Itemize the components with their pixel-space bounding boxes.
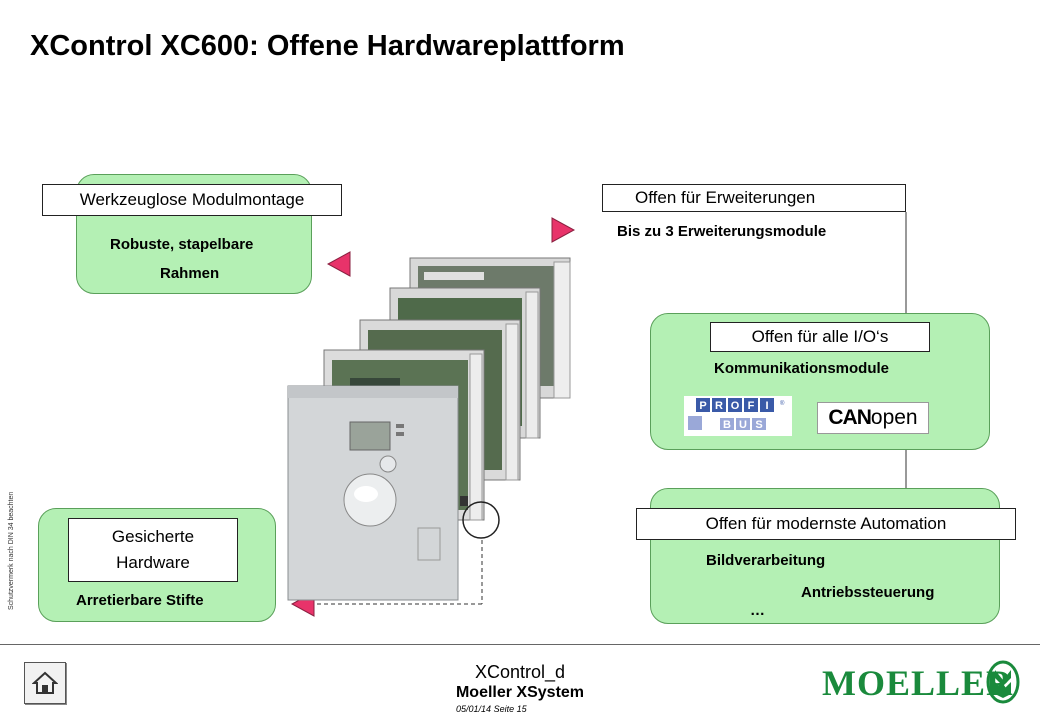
svg-text:P: P (699, 400, 706, 412)
svg-text:S: S (755, 419, 762, 431)
svg-text:U: U (739, 419, 747, 431)
page-title: XControl XC600: Offene Hardwareplattform (30, 30, 625, 62)
frame-text-2: Rahmen (160, 265, 220, 282)
comm-modules-text: Kommunikationsmodule (714, 360, 890, 377)
footer-date: 05/01/14 (456, 704, 492, 714)
svg-text:®: ® (780, 400, 785, 407)
secured-line-1: Gesicherte (111, 527, 195, 546)
footer-page: Seite 15 (493, 704, 527, 714)
front-panel (287, 385, 468, 601)
svg-text:R: R (715, 400, 723, 412)
secured-line-2: Hardware (116, 553, 190, 572)
canopen-logo-light: open (870, 406, 918, 429)
controller-device-illustration (287, 257, 571, 601)
frame-text-1: Robuste, stapelbare (110, 236, 254, 253)
canopen-logo-bold: CAN (828, 406, 871, 429)
footer-date-page: 05/01/14 Seite 15 (456, 704, 527, 714)
moeller-wordmark: MOELLER (822, 663, 1014, 703)
ellipsis-text: … (750, 602, 765, 619)
home-button[interactable] (24, 662, 66, 704)
image-processing-text: Bildverarbeitung (706, 552, 826, 569)
svg-text:I: I (765, 400, 768, 412)
drive-control-text: Antriebssteuerung (801, 584, 935, 601)
footer-subtitle: Moeller XSystem (455, 684, 585, 701)
io-header: Offen für alle I/O‘s (710, 322, 930, 352)
moeller-emblem-icon (986, 660, 1020, 704)
protection-note: Schutzvermerk nach DIN 34 beachten (8, 491, 15, 610)
moeller-logo: MOELLER (822, 662, 1013, 704)
footer-divider (0, 644, 1040, 645)
connector-line (905, 212, 907, 490)
home-icon (32, 671, 58, 694)
expansion-header: Offen für Erweiterungen (602, 184, 906, 212)
expansion-text: Bis zu 3 Erweiterungsmodule (617, 223, 827, 240)
secured-hardware-header: Gesicherte Hardware (68, 518, 238, 582)
canopen-logo: CAN open (817, 402, 929, 434)
footer-title: XControl_d (474, 662, 566, 682)
svg-text:B: B (723, 419, 731, 431)
arrow-left-top (326, 251, 351, 277)
dashed-connector (316, 540, 483, 605)
mounting-header: Werkzeuglose Modulmontage (42, 184, 342, 216)
arrow-right-top (551, 217, 576, 243)
locking-pin-highlight (462, 501, 500, 539)
svg-text:F: F (748, 400, 755, 412)
automation-header: Offen für modernste Automation (636, 508, 1016, 540)
svg-text:O: O (731, 400, 740, 412)
locking-pins-text: Arretierbare Stifte (76, 592, 204, 609)
